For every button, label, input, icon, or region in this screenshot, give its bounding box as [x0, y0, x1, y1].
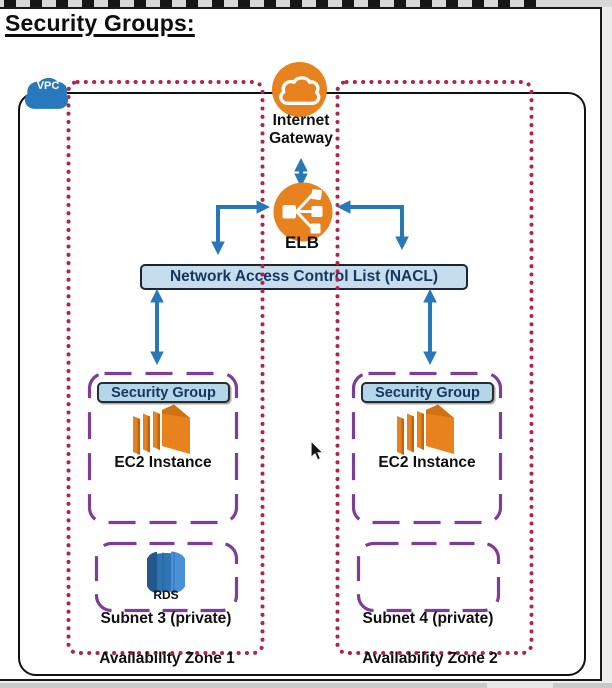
page-title: Security Groups: [5, 10, 195, 36]
subnet-box-zone2 [356, 541, 501, 613]
rds-database-icon [147, 551, 185, 594]
arrows [150, 157, 437, 366]
vpc-label: VPC [36, 80, 60, 92]
cutoff-text-marks [4, 0, 544, 7]
internet-gateway-label: Internet Gateway [269, 112, 333, 147]
security-group-label: Security Group [375, 384, 480, 401]
ec2-instance-icon [397, 404, 454, 455]
cloud-icon [272, 62, 327, 117]
availability-zone2-dotted-border [335, 80, 534, 655]
subnet-box-zone1 [94, 541, 239, 613]
bottom-scrollbar [0, 683, 612, 688]
arrow-elb-nacl-right [336, 200, 409, 251]
availability-zone1-dotted-border [66, 80, 265, 655]
security-group-box-zone1 [87, 371, 239, 525]
load-balancer-icon [273, 182, 333, 242]
security-group-badge-zone1: Security Group [97, 382, 230, 403]
nacl-bar: Network Access Control List (NACL) [140, 264, 468, 290]
availability-zone2-label: Availability Zone 2 [362, 650, 498, 667]
document-page: Security Groups: Network Access Control … [0, 7, 602, 681]
arrow-nacl-elb-left [211, 200, 271, 256]
scrollbar-thumb[interactable] [487, 683, 553, 688]
availability-zone1-label: Availability Zone 1 [99, 650, 235, 667]
nacl-label: Network Access Control List (NACL) [169, 268, 439, 285]
mouse-cursor-icon [310, 439, 325, 461]
ec2-instance-icon [133, 404, 190, 455]
rds-label: RDS [153, 588, 179, 602]
security-group-label: Security Group [111, 384, 216, 401]
security-group-box-zone2 [351, 371, 503, 525]
security-group-badge-zone2: Security Group [361, 382, 494, 403]
ec2-instance-label-zone1: EC2 Instance [114, 454, 212, 471]
subnet3-label: Subnet 3 (private) [100, 610, 232, 627]
window-top-strip [0, 0, 612, 7]
ec2-instance-label-zone2: EC2 Instance [378, 454, 476, 471]
elb-label: ELB [285, 233, 319, 252]
vpc-cloud-icon [24, 77, 69, 109]
subnet4-label: Subnet 4 (private) [362, 610, 494, 627]
